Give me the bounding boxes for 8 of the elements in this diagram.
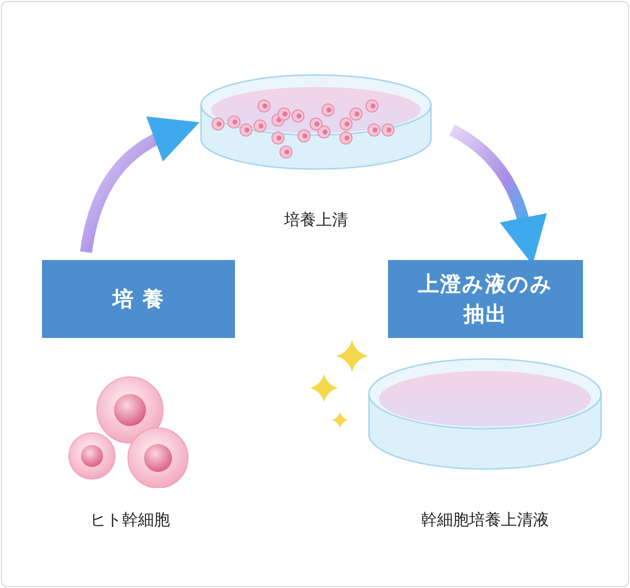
process-box: 培 養 <box>42 260 235 338</box>
node-label: 幹細胞培養上清液 <box>421 510 549 531</box>
node-label: 培養上清 <box>284 210 348 231</box>
culture-dish-drawing <box>198 72 434 172</box>
process-box: 上澄み液のみ抽出 <box>388 260 583 338</box>
culture-dish-drawing <box>366 356 604 472</box>
node-label: ヒト幹細胞 <box>90 510 170 531</box>
arrow <box>80 118 199 254</box>
